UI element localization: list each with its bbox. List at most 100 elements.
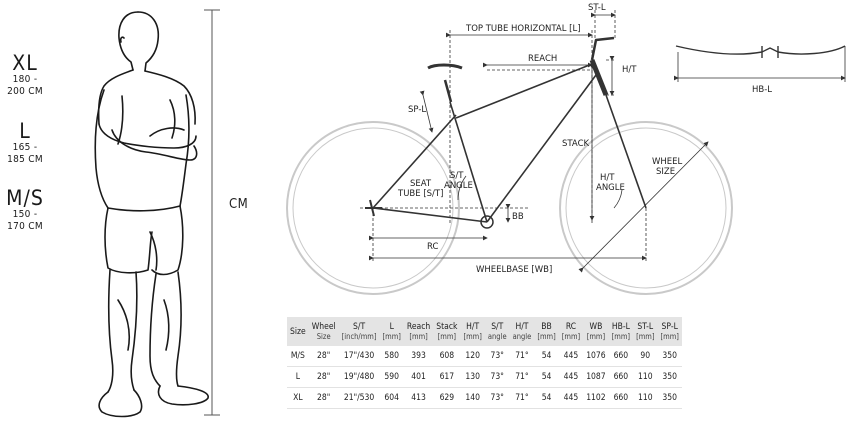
header-unit: [mm] [561,331,581,341]
wheel-size-arrow [578,141,709,273]
table-header-cell: ST-L[mm] [633,317,658,346]
table-cell: 73° [484,366,510,388]
header-label: S/T [353,321,366,332]
size-xl-range: 180 - 200 CM [7,74,43,97]
seat-tube [449,101,488,223]
label-seat-tube-2: TUBE [S/T] [397,189,443,199]
table-header-cell: S/T[inch/mm] [338,317,380,346]
table-cell: 130 [460,366,485,388]
table-cell: 110 [633,387,658,409]
header-unit: [mm] [409,331,428,341]
header-label: WB [589,321,603,332]
header-label: RC [565,321,577,332]
table-cell: 71° [509,387,535,409]
header-unit: Size [316,331,331,341]
handlebar [675,45,846,58]
size-xl: XL 180 - 200 CM [3,52,47,98]
label-st-angle-2: ANGLE [444,181,473,191]
table-cell: 445 [558,346,584,367]
height-axis-label: CM [229,197,249,212]
table-cell: 445 [558,387,584,409]
table-cell: 28" [308,387,339,409]
label-ht-angle-2: ANGLE [596,183,625,193]
stem [590,36,615,61]
st-angle-arc [457,175,467,201]
header-label: Size [290,326,306,337]
diagram-labels: ST-L TOP TUBE HORIZONTAL [L] REACH H/T S… [397,3,683,275]
header-unit: [mm] [537,331,556,341]
rear-wheel [286,121,460,295]
table-cell: 350 [657,366,682,388]
label-stack: STACK [562,139,590,149]
label-rc: RC [427,242,438,252]
table-header-cell: BB[mm] [534,317,559,346]
size-l-range: 165 - 185 CM [7,142,43,165]
table-header-cell: HB-L[mm] [608,317,634,346]
label-ht-angle-1: H/T [600,173,615,183]
header-label: H/T [515,321,529,332]
header-label: SP-L [661,321,678,332]
table-cell: 28" [308,366,339,388]
table-cell: 140 [460,387,485,409]
size-l: L 165 - 185 CM [3,120,47,166]
table-header-cell: Size [287,317,309,346]
front-wheel [559,121,733,295]
label-wheel-size-1: WHEEL [652,157,683,167]
table-cell: 413 [403,387,434,409]
header-unit: [mm] [586,331,606,341]
header-label: H/T [466,321,480,332]
table-cell: 120 [460,346,485,367]
table-cell: 617 [433,366,461,388]
label-seat-tube-1: SEAT [410,179,432,189]
label-reach: REACH [528,54,557,64]
label-bb: BB [512,212,524,222]
header-unit: [mm] [660,331,679,341]
header-unit: angle [487,331,507,341]
table-cell: XL [287,387,309,409]
table-cell: 73° [484,387,510,409]
table-header-cell: Stack[mm] [433,317,461,346]
header-unit: [mm] [437,331,457,341]
header-label: ST-L [637,321,654,332]
table-cell: 1076 [583,346,609,367]
table-cell: 71° [509,346,535,367]
label-wheelbase: WHEELBASE [WB] [476,265,552,275]
chain-stay [372,207,488,223]
seat-post [443,79,453,103]
table-header-cell: H/T[mm] [460,317,485,346]
table-cell: L [287,366,309,388]
table-cell: 19"/480 [338,366,380,388]
table-cell: 401 [403,366,434,388]
table-cell: 71° [509,366,535,388]
saddle [427,63,463,70]
table-cell: 629 [433,387,461,409]
seat-stay [372,114,457,209]
label-st-angle-1: S/T [450,171,464,181]
size-ms: M/S 150 - 170 CM [3,187,47,233]
table-cell: 73° [484,346,510,367]
ht-angle-arc [613,189,623,209]
table-cell: M/S [287,346,309,367]
handlebar-shape [675,45,846,55]
table-cell: 28" [308,346,339,367]
table-header-cell: Reach[mm] [403,317,434,346]
top-tube [455,63,593,119]
table-cell: 350 [657,346,682,367]
table-header-cell: RC[mm] [558,317,584,346]
size-ms-range: 150 - 170 CM [7,209,43,232]
header-unit: [mm] [382,331,401,341]
label-sp-l: SP-L [408,105,426,115]
table-cell: 580 [379,346,404,367]
header-unit: angle [512,331,532,341]
table-header-cell: WB[mm] [583,317,609,346]
table-cell: 110 [633,366,658,388]
label-ht: H/T [622,65,637,75]
label-wheel-size-2: SIZE [656,167,675,177]
